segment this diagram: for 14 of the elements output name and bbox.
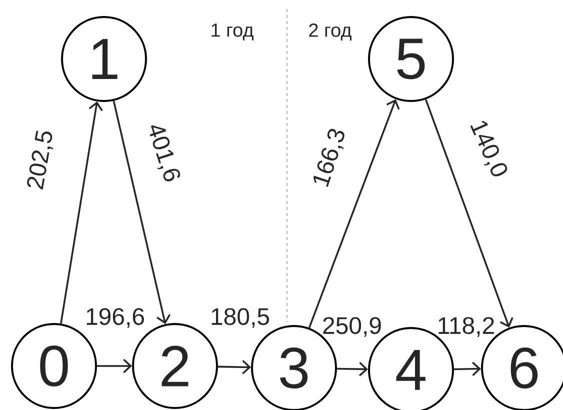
arrow bbox=[97, 358, 132, 374]
period-label: 2 год bbox=[309, 23, 352, 41]
edge-label: 202,5 bbox=[27, 130, 54, 190]
edge-label: 166,3 bbox=[313, 128, 344, 187]
arrow bbox=[60, 101, 103, 324]
arrow bbox=[308, 99, 400, 328]
arrow bbox=[336, 362, 368, 376]
arrow bbox=[112, 100, 171, 324]
arrow bbox=[424, 99, 514, 328]
arrow bbox=[454, 362, 481, 376]
period-label: 1 год bbox=[212, 24, 254, 40]
arrow bbox=[218, 360, 251, 374]
edge-label: 401,6 bbox=[150, 125, 180, 182]
edge-label: 140,0 bbox=[470, 120, 508, 176]
